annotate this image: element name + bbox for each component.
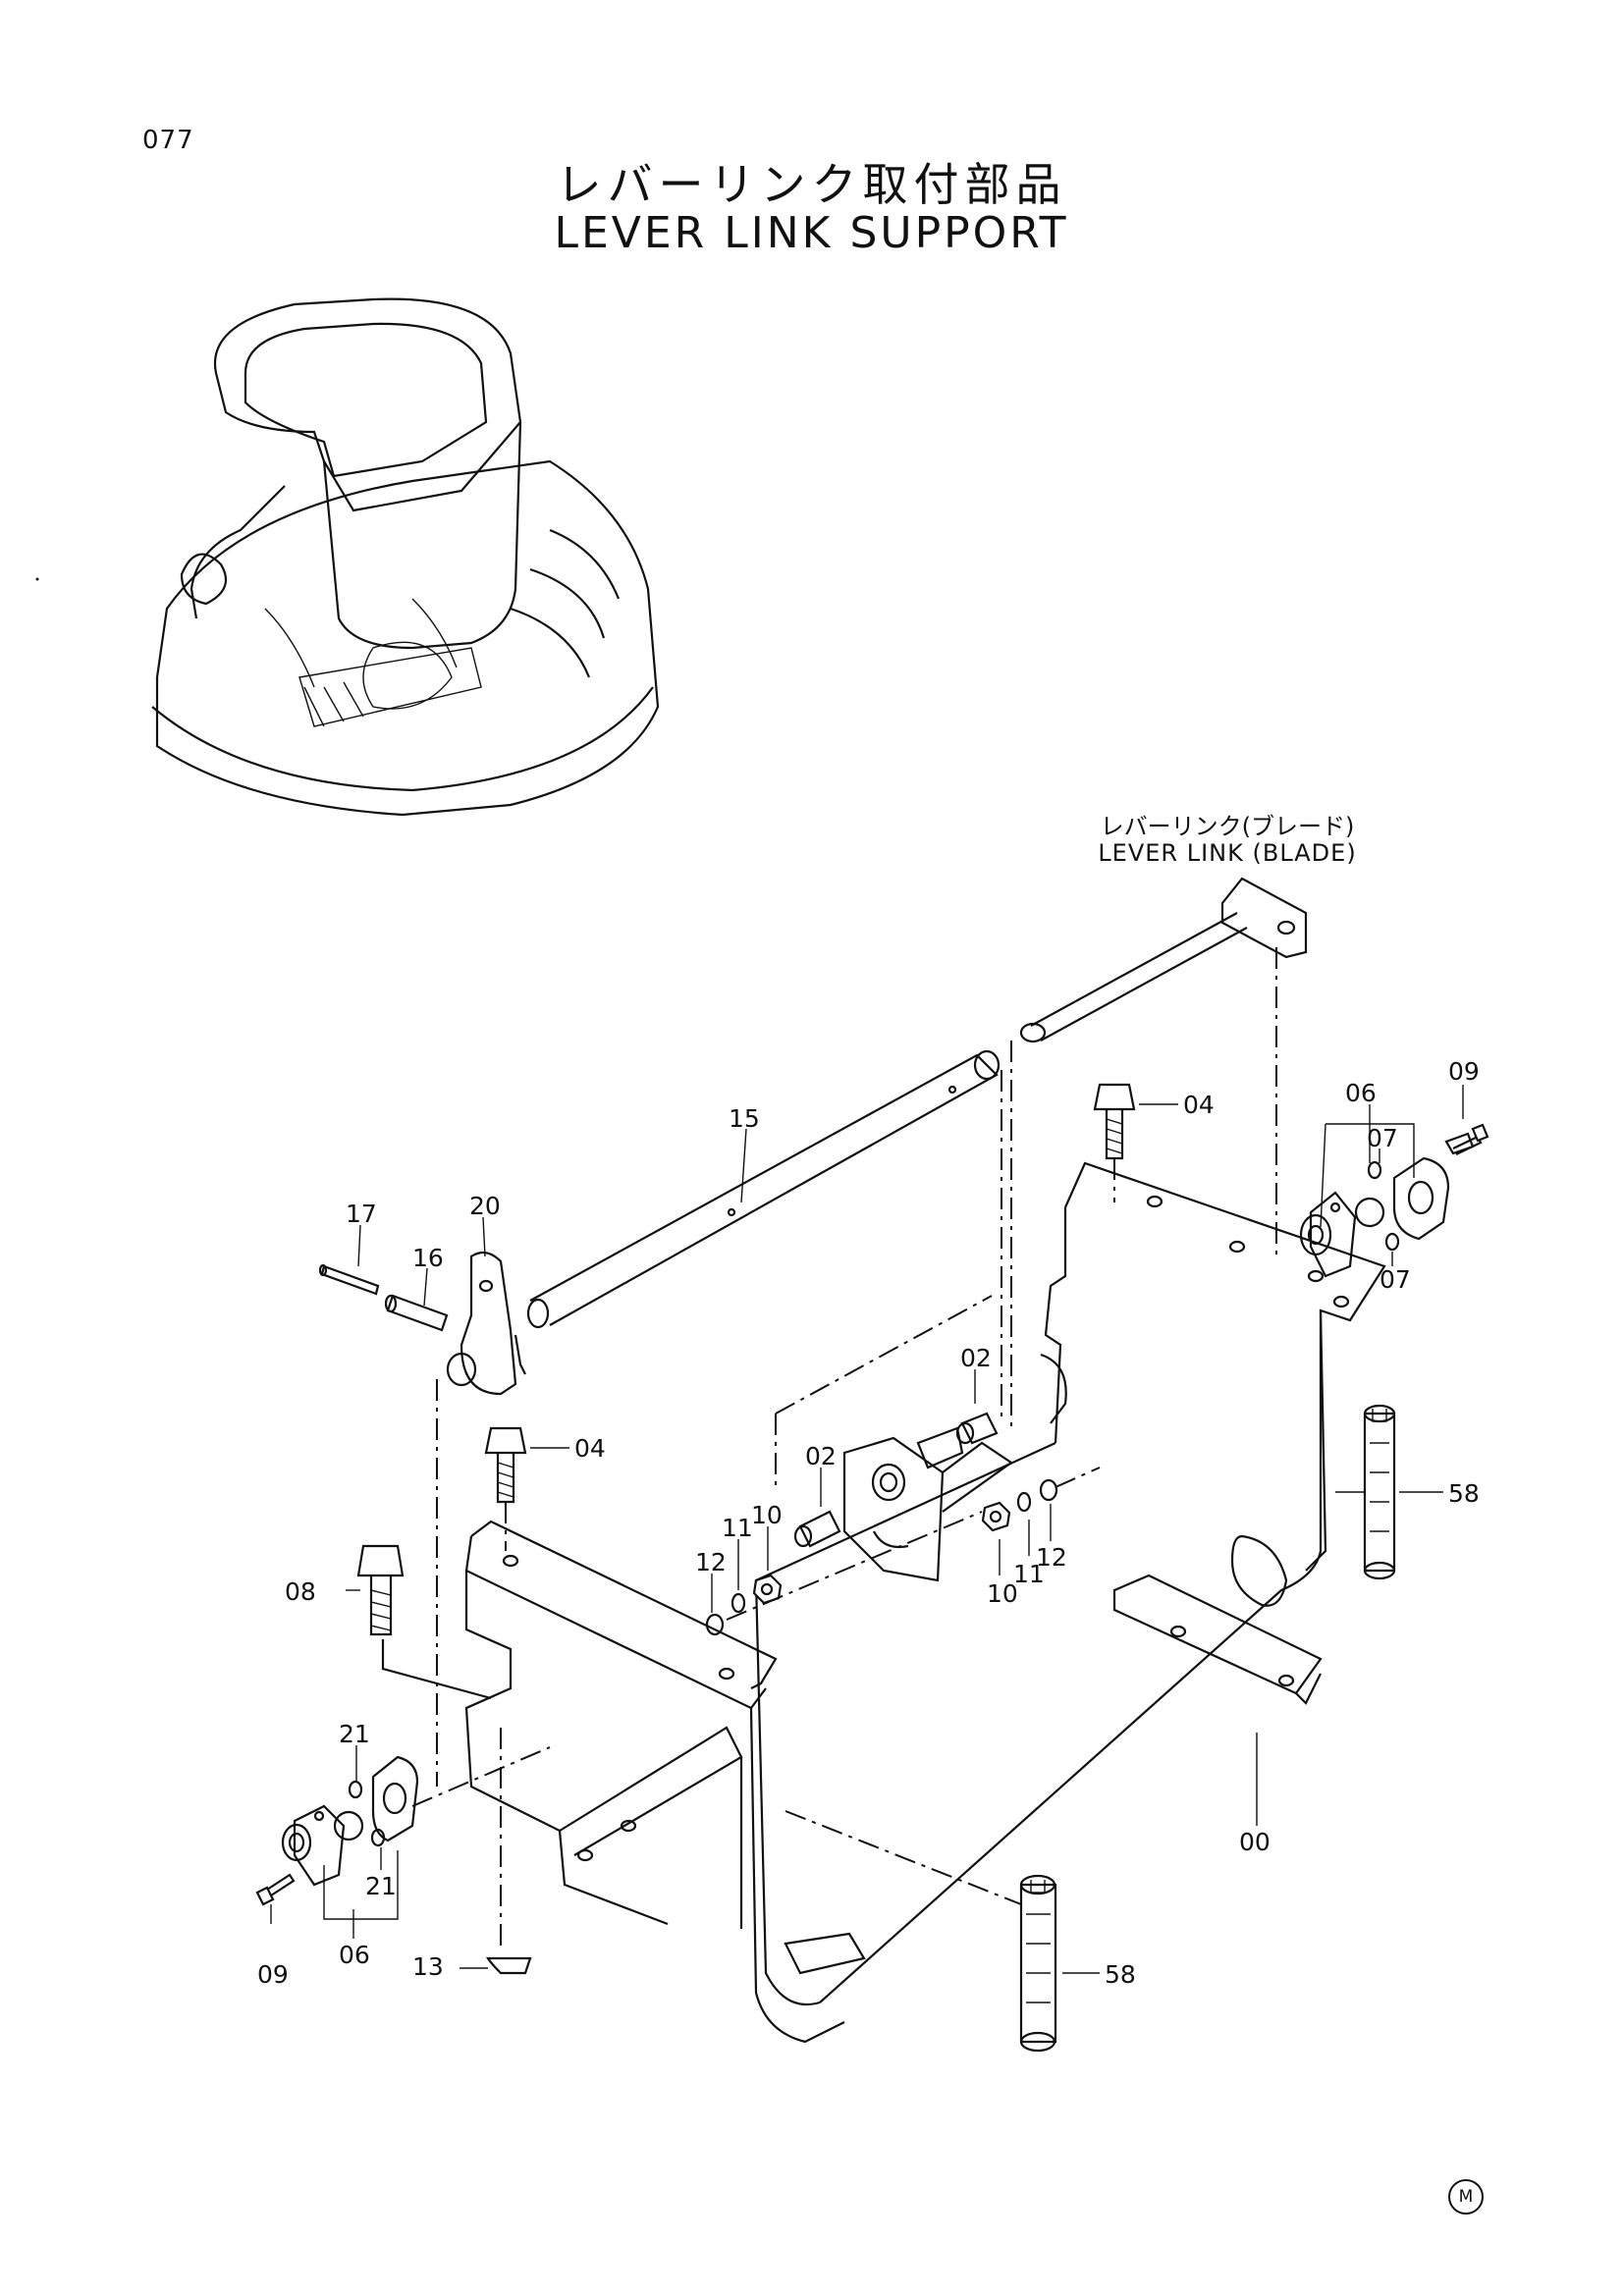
clip-13 [486, 1956, 532, 1975]
label-11-left: 11 [722, 1514, 753, 1542]
bearing-06-upper [1299, 1191, 1357, 1278]
bearing-06-lower [281, 1804, 346, 1887]
assembly-line-bushing [775, 1295, 993, 1415]
bolt-08 [356, 1544, 492, 1700]
label-07-upper-a: 07 [1367, 1124, 1398, 1152]
spring-washer-11-right [1016, 1491, 1032, 1513]
label-04-lower: 04 [574, 1434, 606, 1463]
bolt-04-lower [484, 1426, 527, 1551]
left-bracket [464, 1520, 845, 2044]
spring-washer-11-left [730, 1592, 746, 1614]
frame-bracket-00 [754, 1161, 1386, 2006]
label-21-lower: 21 [365, 1872, 397, 1900]
part-labels: 15 17 16 20 04 04 06 09 07 07 02 02 10 1… [257, 1057, 1480, 1989]
assembly-line-left-nuts [726, 1511, 983, 1621]
lever-link-label-english: LEVER LINK (BLADE) [1098, 839, 1357, 867]
flange-plate-upper [1392, 1156, 1450, 1241]
bolt-09-upper [1444, 1123, 1489, 1155]
title-english: LEVER LINK SUPPORT [554, 208, 1069, 258]
assembly-line-bearing-lower [411, 1746, 551, 1807]
pin-16 [384, 1294, 449, 1332]
label-02-left: 02 [805, 1442, 837, 1470]
bracket-line-06-lower [323, 1850, 399, 1920]
washer-07-upper-a [1367, 1160, 1382, 1180]
label-17: 17 [346, 1200, 377, 1228]
pin-17 [318, 1263, 380, 1296]
stray-dot [35, 577, 39, 581]
pivot-bracket [842, 1436, 1013, 1582]
label-02-right: 02 [960, 1344, 992, 1372]
machine-locator-sketch [151, 297, 660, 817]
leader-lines [270, 1085, 1464, 1974]
label-58-lower: 58 [1105, 1960, 1136, 1989]
label-13: 13 [412, 1952, 444, 1981]
label-09-lower: 09 [257, 1960, 289, 1989]
flange-plate-lower [371, 1755, 419, 1842]
nut-10-right [981, 1501, 1011, 1532]
tube-58-lower [784, 1810, 1057, 2053]
bolt-04-upper [1093, 1083, 1136, 1202]
label-20: 20 [469, 1192, 501, 1220]
assembly-line-right-nuts [1055, 1467, 1101, 1488]
label-11-right: 11 [1013, 1560, 1045, 1588]
label-07-upper-b: 07 [1380, 1265, 1411, 1294]
label-10-left: 10 [751, 1501, 783, 1529]
lever-link-blade-rod [1010, 877, 1308, 1433]
bolt-09-lower [255, 1873, 296, 1906]
assembly-line-tube-lower [784, 1810, 1022, 1905]
label-15: 15 [729, 1104, 760, 1133]
washer-07-upper-b [1384, 1232, 1400, 1252]
label-08: 08 [285, 1577, 316, 1606]
label-09-upper: 09 [1448, 1057, 1480, 1086]
label-06-lower: 06 [339, 1941, 370, 1969]
lever-link-label-japanese: レバーリンク(ブレード) [1100, 813, 1355, 840]
label-10-right: 10 [987, 1579, 1018, 1608]
label-16: 16 [412, 1244, 444, 1272]
tube-58-upper [1335, 1404, 1396, 1580]
circled-m-mark: M [1448, 2179, 1484, 2215]
label-21-upper: 21 [339, 1720, 370, 1748]
support-20 [446, 1251, 526, 1396]
bushing-02-right [916, 1412, 999, 1469]
title-japanese: レバーリンク取付部品 [556, 158, 1067, 211]
label-58-upper: 58 [1448, 1479, 1480, 1508]
bushing-02-left [793, 1510, 841, 1548]
label-12-left: 12 [695, 1548, 727, 1576]
washer-21-lower-b [370, 1828, 386, 1847]
label-06-upper: 06 [1345, 1079, 1377, 1107]
shaft-15 [526, 1049, 1002, 1423]
ball-upper [1354, 1197, 1385, 1228]
label-00: 00 [1239, 1828, 1271, 1856]
label-12-right: 12 [1036, 1543, 1067, 1572]
washer-12-right [1039, 1478, 1058, 1502]
label-04-upper: 04 [1183, 1091, 1215, 1119]
ball-lower [333, 1810, 364, 1842]
bracket-line-06-upper [1320, 1123, 1415, 1228]
page-number: 077 [142, 126, 194, 155]
washer-21-lower-a [348, 1780, 363, 1799]
washer-12-left [705, 1613, 725, 1636]
